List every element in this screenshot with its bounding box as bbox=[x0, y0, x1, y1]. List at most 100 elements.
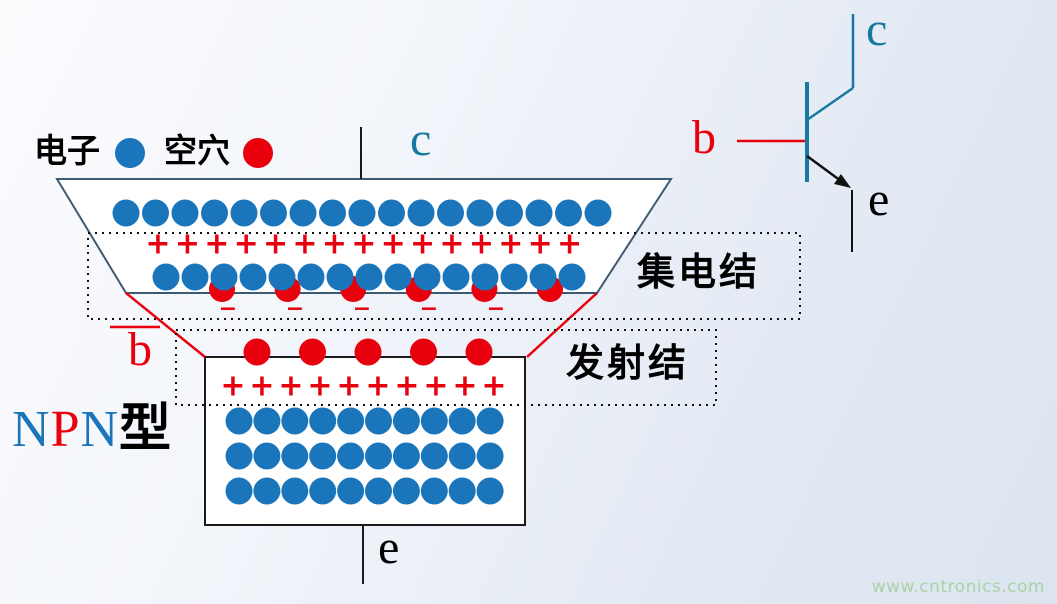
collector-electron-row-1 bbox=[437, 199, 464, 227]
collector-electron-row-2 bbox=[355, 263, 383, 291]
electron-legend-label: 电子 bbox=[34, 134, 100, 170]
npn-symbol bbox=[737, 14, 855, 252]
emitter-terminal-label: e bbox=[378, 521, 400, 574]
emitter-plus-row: + bbox=[220, 369, 245, 404]
collector-electron-row-1 bbox=[496, 199, 523, 227]
collector-plus-row: + bbox=[234, 227, 259, 262]
collector-electron-row-2 bbox=[326, 263, 354, 291]
collector-electron-row-1 bbox=[230, 199, 258, 227]
emitter-plus-row: + bbox=[394, 369, 419, 404]
collector-plus-row: + bbox=[498, 227, 523, 262]
emitter-electron-row-1 bbox=[337, 407, 365, 435]
collector-plus-row: + bbox=[263, 227, 288, 262]
collector-electron-row-2 bbox=[500, 263, 528, 291]
collector-electron-row-1 bbox=[584, 199, 612, 227]
base-boundary-right-line bbox=[526, 292, 598, 358]
base-terminal-label: b bbox=[128, 323, 152, 376]
emitter-hole-row bbox=[299, 338, 326, 366]
base-boundary-left-line bbox=[125, 292, 206, 358]
collector-plus-row: + bbox=[528, 227, 553, 262]
collector-minus-row: − bbox=[487, 297, 505, 322]
collector-electron-row-2 bbox=[268, 263, 296, 291]
emitter-plus-row: + bbox=[278, 369, 303, 404]
collector-minus-row: − bbox=[420, 297, 438, 322]
symbol-collector-line bbox=[806, 86, 854, 122]
collector-plus-row: + bbox=[292, 227, 317, 262]
npn-type-label: NPN型 bbox=[12, 404, 172, 456]
emitter-electron-row-3 bbox=[420, 477, 448, 505]
symbol-emitter-label: e bbox=[868, 173, 890, 226]
collector-junction-label: 集电结 bbox=[637, 252, 761, 294]
emitter-plus-row: + bbox=[423, 369, 448, 404]
collector-minus-row: − bbox=[353, 297, 371, 322]
collector-minus-row: − bbox=[219, 297, 237, 322]
emitter-electron-row-2 bbox=[337, 442, 365, 470]
emitter-plus-row: + bbox=[249, 369, 274, 404]
emitter-junction-label: 发射结 bbox=[566, 343, 690, 385]
emitter-electron-row-2 bbox=[392, 442, 420, 470]
npn-letter-n1: N bbox=[12, 401, 51, 458]
emitter-electron-row-2 bbox=[253, 442, 281, 470]
emitter-electron-row-3 bbox=[225, 477, 253, 505]
collector-electron-row-2 bbox=[384, 263, 412, 291]
collector-minus-row: − bbox=[286, 297, 304, 322]
collector-plus-row: + bbox=[145, 227, 170, 262]
collector-electron-row-2 bbox=[181, 263, 209, 291]
collector-electron-row-1 bbox=[171, 199, 199, 227]
carrier-dots-layer: +++++++++++++++−−−−−++++++++++ bbox=[112, 199, 612, 505]
emitter-electron-row-3 bbox=[337, 477, 365, 505]
emitter-hole-row bbox=[465, 338, 493, 366]
emitter-electron-row-3 bbox=[365, 477, 392, 505]
emitter-electron-row-2 bbox=[448, 442, 476, 470]
emitter-plus-row: + bbox=[365, 369, 390, 404]
emitter-electron-row-1 bbox=[365, 407, 392, 435]
emitter-electron-row-2 bbox=[225, 442, 253, 470]
collector-electron-row-2 bbox=[210, 263, 238, 291]
collector-electron-row-2 bbox=[471, 263, 499, 291]
collector-electron-row-1 bbox=[348, 199, 376, 227]
collector-electron-row-2 bbox=[558, 263, 586, 291]
emitter-electron-row-1 bbox=[309, 407, 337, 435]
emitter-electron-row-2 bbox=[309, 442, 337, 470]
collector-electron-row-2 bbox=[152, 263, 180, 291]
emitter-electron-row-1 bbox=[225, 407, 253, 435]
emitter-hole-row bbox=[410, 338, 437, 366]
emitter-electron-row-3 bbox=[476, 477, 504, 505]
collector-plus-row: + bbox=[410, 227, 435, 262]
emitter-electron-row-2 bbox=[420, 442, 448, 470]
emitter-plus-row: + bbox=[307, 369, 332, 404]
emitter-plus-row: + bbox=[452, 369, 477, 404]
collector-electron-row-1 bbox=[319, 199, 346, 227]
collector-plus-row: + bbox=[557, 227, 582, 262]
hole-legend-dot-icon bbox=[243, 138, 273, 168]
hole-legend-label: 空穴 bbox=[164, 134, 230, 170]
collector-electron-row-2 bbox=[442, 263, 470, 291]
collector-electron-row-1 bbox=[142, 199, 169, 227]
collector-electron-row-1 bbox=[555, 199, 582, 227]
collector-electron-row-1 bbox=[525, 199, 553, 227]
emitter-electron-row-2 bbox=[365, 442, 392, 470]
emitter-hole-row bbox=[243, 338, 271, 366]
emitter-electron-row-3 bbox=[309, 477, 337, 505]
collector-terminal-label: c bbox=[410, 113, 432, 166]
npn-letter-p: P bbox=[50, 401, 81, 458]
collector-electron-row-2 bbox=[239, 263, 267, 291]
emitter-electron-row-1 bbox=[253, 407, 281, 435]
emitter-electron-row-3 bbox=[392, 477, 420, 505]
npn-suffix: 型 bbox=[119, 401, 173, 458]
collector-electron-row-1 bbox=[378, 199, 405, 227]
collector-plus-row: + bbox=[381, 227, 406, 262]
watermark: www.cntronics.com bbox=[871, 577, 1045, 597]
collector-electron-row-2 bbox=[297, 263, 325, 291]
collector-electron-row-2 bbox=[529, 263, 557, 291]
symbol-collector-label: c bbox=[866, 3, 888, 56]
emitter-electron-row-2 bbox=[476, 442, 504, 470]
symbol-base-label: b bbox=[692, 111, 716, 164]
emitter-electron-row-3 bbox=[253, 477, 281, 505]
npn-letter-n2: N bbox=[80, 401, 120, 458]
emitter-electron-row-3 bbox=[448, 477, 476, 505]
collector-plus-row: + bbox=[351, 227, 376, 262]
emitter-plus-row: + bbox=[336, 369, 361, 404]
